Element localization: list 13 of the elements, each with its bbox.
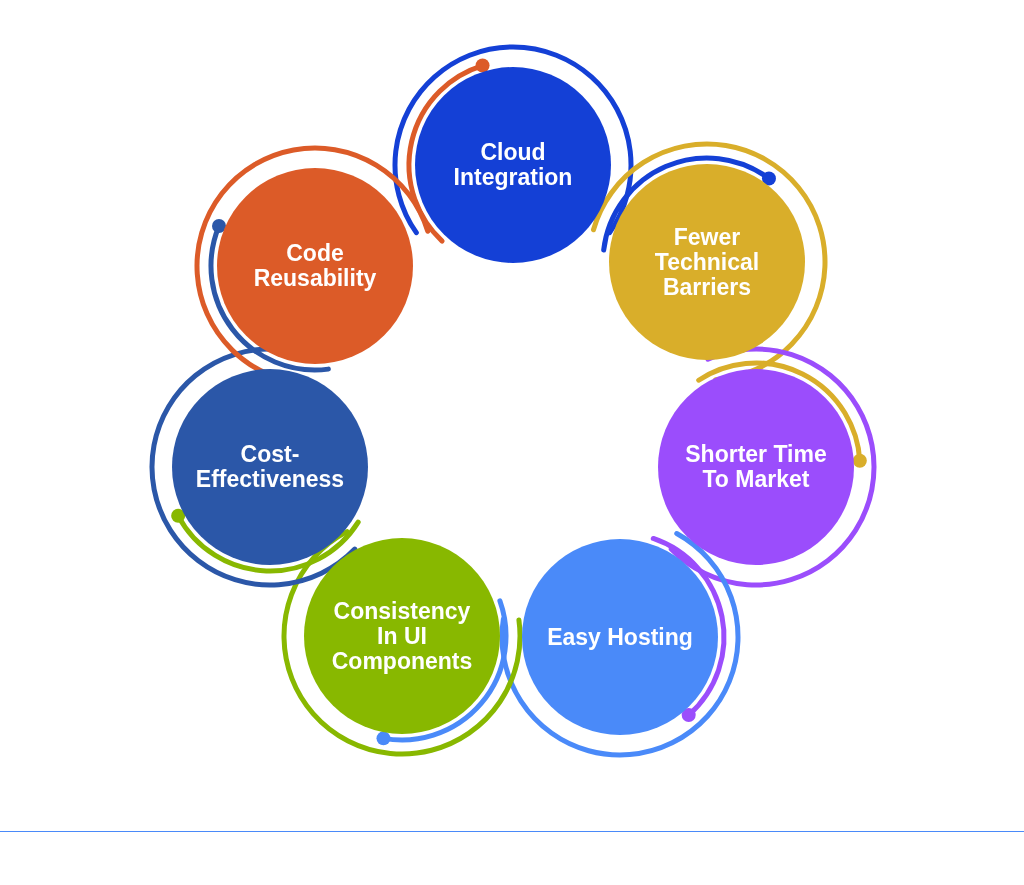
feature-label: Fewer Technical Barriers [653, 224, 761, 300]
feature-label: Shorter Time To Market [684, 442, 828, 492]
feature-label: Cloud Integration [452, 140, 574, 190]
feature-label: Cost-Effectiveness [195, 442, 345, 492]
feature-label: Easy Hosting [547, 624, 693, 650]
feature-circle [304, 538, 500, 734]
feature-circle [609, 164, 805, 360]
feature-circle [415, 67, 611, 263]
feature-circle [172, 369, 368, 565]
feature-circle [217, 168, 413, 364]
feature-circle [658, 369, 854, 565]
feature-label: Code Reusability [252, 241, 378, 291]
feature-label: Consistency In UI Components [330, 598, 474, 674]
